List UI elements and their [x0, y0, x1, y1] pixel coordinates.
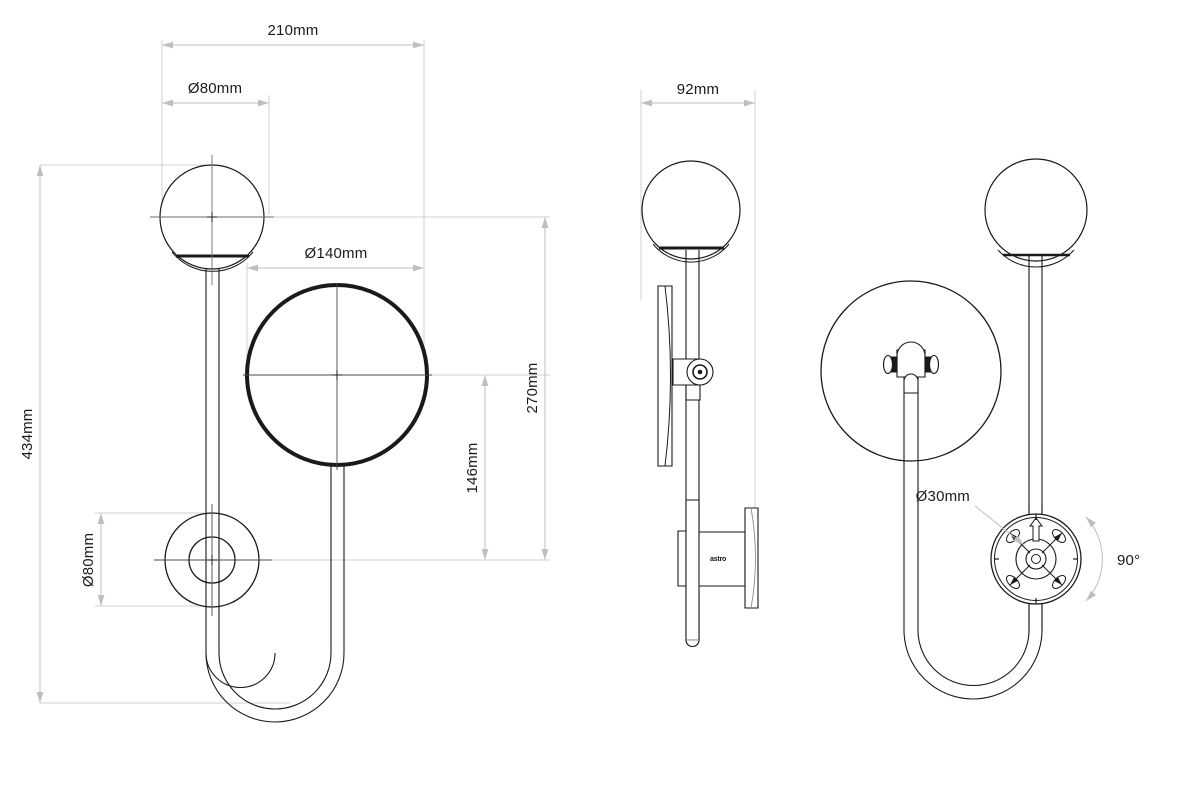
upper-sphere-center-cross — [207, 212, 217, 222]
dim-shade-center-height-label: 270mm — [524, 362, 541, 413]
dim-overall-height-label: 434mm — [19, 408, 36, 459]
dim-depth-label: 92mm — [677, 81, 719, 98]
wall-plate-center-cross — [207, 555, 217, 565]
dim-overall-width: 210mm — [162, 22, 424, 49]
side-shade-edge — [657, 285, 673, 467]
dim-lower-offset-label: 146mm — [464, 442, 481, 493]
side-sphere — [641, 160, 741, 263]
rear-u-bend — [903, 629, 1043, 700]
dim-shade-diameter-label: Ø140mm — [305, 245, 368, 262]
side-swivel-bracket — [672, 358, 714, 401]
dim-shade-diameter: Ø140mm — [247, 245, 424, 272]
dim-hub-diameter: Ø30mm — [916, 488, 1025, 546]
shade-center-cross — [332, 370, 342, 380]
dim-shade-center-height: 270mm — [524, 217, 549, 560]
side-view-extension-lines — [640, 90, 756, 520]
dim-lower-offset: 146mm — [464, 375, 489, 560]
front-view-extension-lines — [40, 40, 550, 704]
dim-upper-sphere-diameter-label: Ø80mm — [188, 80, 242, 97]
dim-wall-plate-diameter: Ø80mm — [80, 513, 105, 606]
dim-overall-width-label: 210mm — [267, 22, 318, 39]
side-stem-overlay — [685, 499, 700, 648]
front-view: 210mm Ø80mm Ø140mm 434mm 270mm — [19, 22, 550, 723]
dim-hub-diameter-label: Ø30mm — [916, 488, 970, 505]
dim-overall-height: 434mm — [19, 165, 44, 703]
dim-wall-plate-diameter-label: Ø80mm — [80, 533, 97, 587]
rear-shade-knuckle — [882, 341, 940, 394]
rear-sphere — [984, 158, 1088, 268]
dim-swivel-angle: 90° — [1085, 516, 1140, 602]
rear-left-rod — [903, 390, 919, 630]
dim-depth: 92mm — [641, 81, 755, 107]
brand-mark-side: astro — [710, 556, 726, 563]
dim-upper-sphere-diameter: Ø80mm — [162, 80, 269, 107]
side-view: 92mm — [640, 81, 759, 648]
rear-hub-detail — [990, 513, 1082, 605]
dim-swivel-angle-label: 90° — [1117, 552, 1140, 569]
rear-hub-rod-overlay — [1028, 505, 1043, 630]
rear-view: Ø30mm 90° — [820, 158, 1140, 700]
